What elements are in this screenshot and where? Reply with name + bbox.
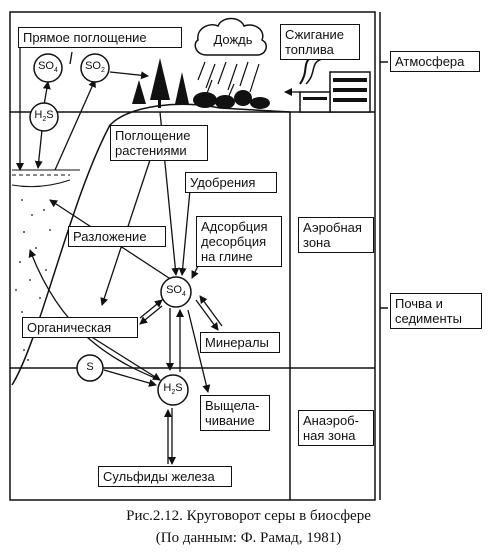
rain-lines (197, 61, 260, 99)
label-plant-uptake: Поглощение растениями (110, 125, 208, 161)
label-minerals: Минералы (200, 332, 280, 353)
vegetation-illustration (132, 58, 270, 109)
zone-brackets (379, 12, 388, 500)
label-direct-absorption: Прямое поглощение (18, 27, 182, 48)
label-decomposition: Разложение (68, 226, 166, 247)
water-body (11, 169, 80, 188)
factory-icon (299, 54, 371, 113)
so4-center-circle: SO4 (166, 284, 186, 299)
label-soil-sediments: Почва и седименты (390, 293, 482, 329)
label-anaerobic-zone: Анаэроб- ная зона (298, 410, 374, 446)
label-iron-sulfides: Сульфиды железа (98, 466, 232, 487)
label-fuel-burning: Сжигание топлива (280, 24, 360, 60)
figure-caption-line1: Рис.2.12. Круговорот серы в биосфере (126, 508, 371, 524)
label-rain: Дождь (213, 32, 253, 47)
label-fertilizers: Удобрения (185, 172, 277, 193)
label-organic: Органическая (22, 317, 138, 338)
compound-circles (29, 53, 192, 406)
diagram-frame (9, 11, 376, 501)
label-atmosphere: Атмосфера (390, 51, 480, 72)
h2s-top-circle: H2S (34, 109, 54, 124)
h2s-bottom-circle: H2S (163, 382, 183, 397)
label-aerobic-zone: Аэробная зона (298, 217, 374, 253)
s-circle: S (86, 361, 94, 373)
so2-circle: SO2 (85, 60, 105, 75)
so4-top-circle: SO4 (38, 60, 58, 75)
label-leaching: Выщела- чивание (200, 395, 270, 431)
label-adsorption: Адсорбция десорбция на глине (196, 216, 282, 267)
figure-caption-line2: (По данным: Ф. Рамад, 1981) (155, 530, 342, 546)
rain-cloud-icon (194, 17, 267, 56)
